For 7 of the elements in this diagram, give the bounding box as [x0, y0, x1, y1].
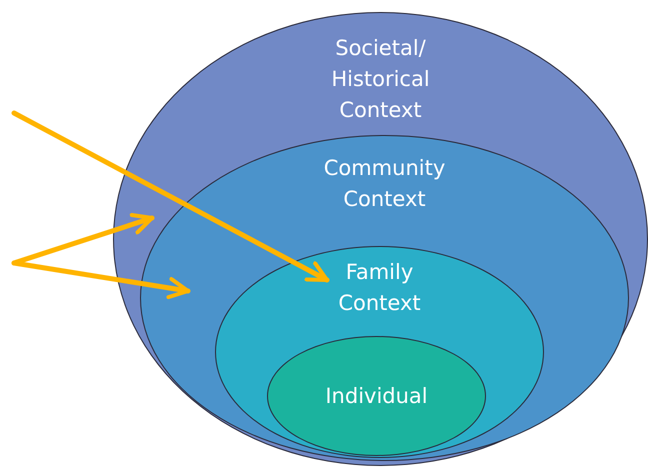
context-label: Family Context [337, 259, 422, 317]
context-label: Societal/ Historical Context [330, 35, 431, 124]
arrow [12, 110, 330, 282]
context-label: Community Context [322, 155, 446, 213]
context-label: Individual [324, 383, 429, 410]
arrow [12, 212, 154, 266]
arrow [12, 260, 190, 300]
